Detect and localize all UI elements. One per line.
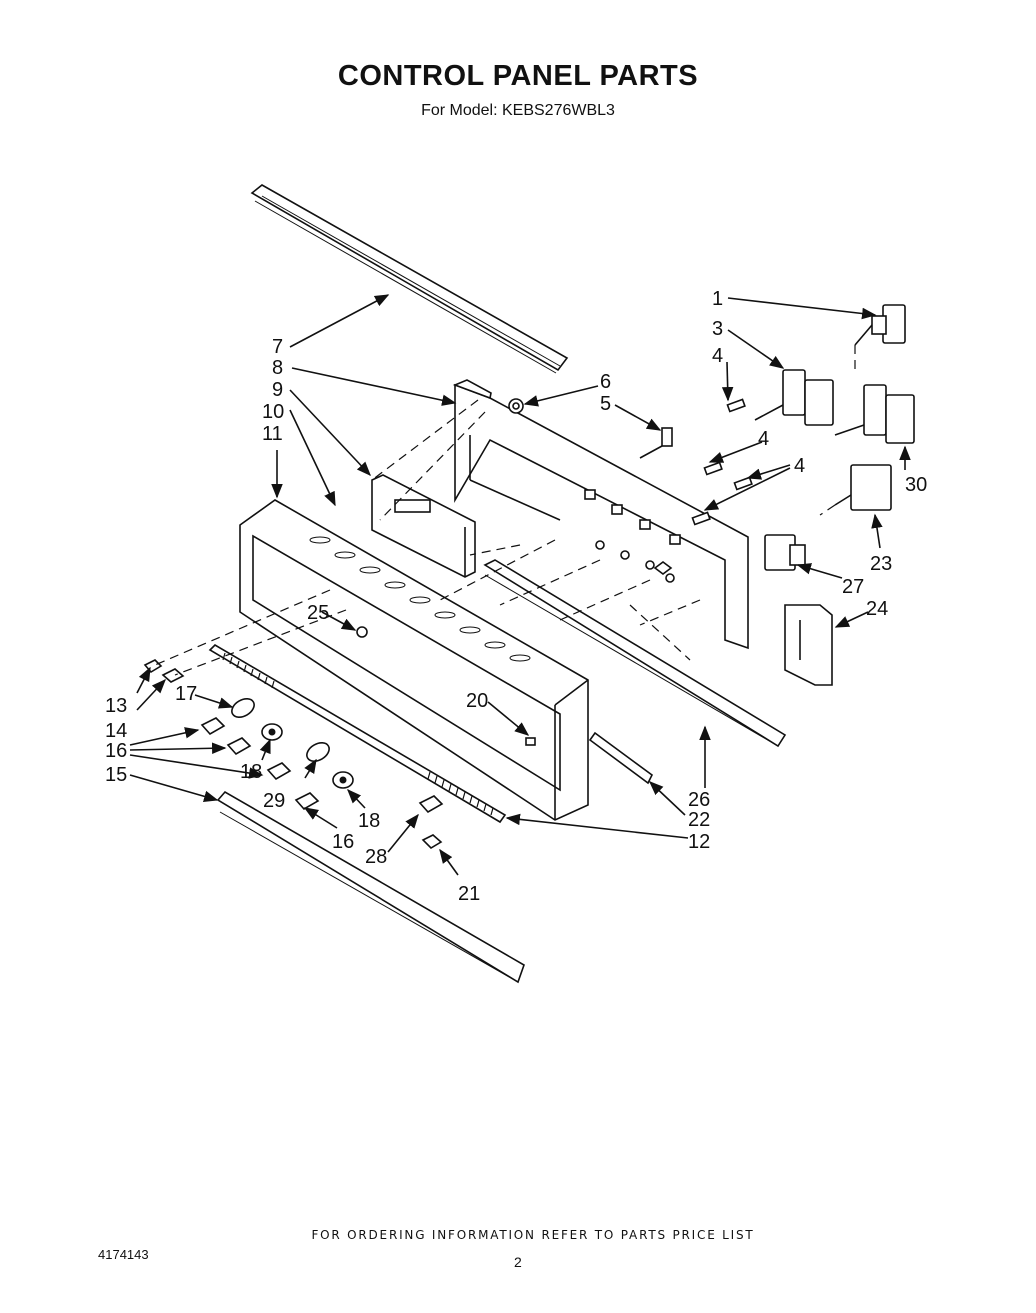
callout-4: 4: [712, 345, 723, 367]
callout-23: 23: [870, 553, 892, 575]
part-22-rail: [588, 731, 654, 785]
callout-17: 17: [175, 683, 197, 705]
callout-6: 6: [600, 371, 611, 393]
callout-leaders: [129, 294, 911, 876]
callout-18: 18: [358, 810, 380, 832]
callout-27: 27: [842, 576, 864, 598]
part-12-vent-strip: [208, 643, 507, 824]
callout-25: 25: [307, 602, 329, 624]
callout-26: 26: [688, 789, 710, 811]
part-3-switch: [754, 369, 834, 426]
callout-8: 8: [272, 357, 283, 379]
page-title: CONTROL PANEL PARTS: [337, 60, 699, 92]
callout-11: 11: [262, 423, 283, 445]
part-5-terminal: [639, 427, 673, 459]
part-11-console-frame: [239, 499, 589, 821]
part-27-terminal-block: [764, 534, 806, 571]
part-24-bracket: [784, 604, 833, 686]
part-9-display-board: [371, 474, 476, 578]
callout-16: 16: [105, 740, 127, 762]
knobs-and-bezels: [143, 626, 536, 850]
callout-4: 4: [794, 455, 805, 477]
part-6-nut: [508, 398, 524, 414]
part-15-bottom-trim: [216, 790, 525, 984]
callout-4: 4: [758, 428, 769, 450]
ordering-info-note: FOR ORDERING INFORMATION REFER TO PARTS …: [311, 1228, 755, 1242]
model-subtitle: For Model: KEBS276WBL3: [421, 102, 615, 119]
callout-12: 12: [688, 831, 710, 853]
callout-10: 10: [262, 401, 284, 423]
page-number: 2: [514, 1254, 522, 1270]
document-number: 4174143: [98, 1247, 149, 1262]
callout-16: 16: [332, 831, 354, 853]
callout-21: 21: [458, 883, 480, 905]
callout-9: 9: [272, 379, 283, 401]
part-7-top-trim: [250, 184, 569, 374]
callout-22: 22: [688, 809, 710, 831]
callout-1: 1: [712, 288, 723, 310]
callout-30: 30: [905, 474, 927, 496]
callout-24: 24: [866, 598, 888, 620]
part-8-control-bracket: [452, 379, 749, 650]
part-30-switch: [834, 384, 915, 444]
callout-14: 14: [105, 720, 127, 742]
callout-18: 18: [240, 761, 262, 783]
callout-28: 28: [365, 846, 387, 868]
callout-5: 5: [600, 393, 611, 415]
callout-29: 29: [263, 790, 285, 812]
part-26-bottom-bracket: [483, 559, 787, 748]
part-4-shafts: [691, 398, 753, 526]
callout-13: 13: [105, 695, 127, 717]
callout-labels: 1 3 4 4 4 5 6 7 8 9 10 11 12 13 14 15 16…: [105, 288, 927, 905]
callout-20: 20: [466, 690, 488, 712]
assembly-lines: [154, 345, 856, 676]
callout-3: 3: [712, 318, 723, 340]
callout-15: 15: [105, 764, 127, 786]
part-23-switch: [834, 464, 892, 511]
callout-7: 7: [272, 336, 283, 358]
part-1-switch: [854, 304, 906, 346]
